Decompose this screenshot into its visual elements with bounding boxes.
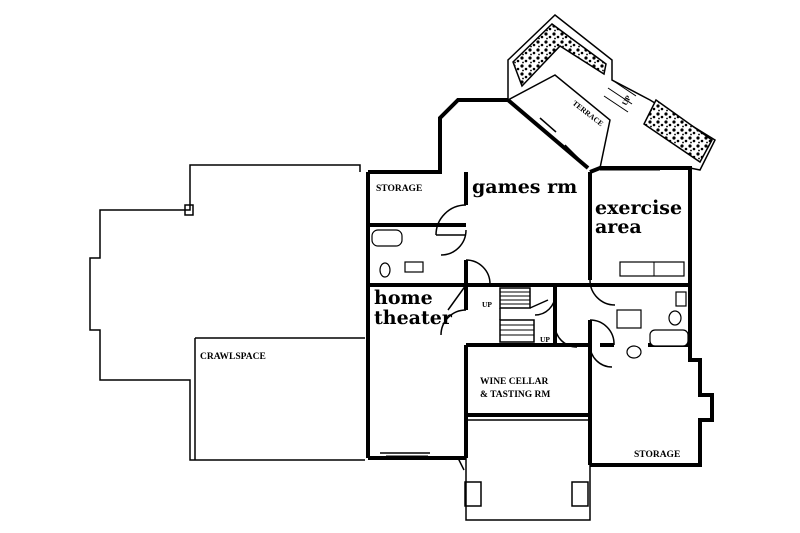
label-up-terrace: UP (620, 93, 633, 107)
label-wine-cellar-1: WINE CELLAR (480, 377, 548, 387)
planter-left (512, 23, 607, 88)
bathroom-fixtures (371, 229, 689, 359)
label-exercise-area-1: exercise (595, 197, 682, 219)
label-wine-cellar-2: & TASTING RM (480, 390, 550, 400)
label-games-room: games rm (472, 176, 577, 198)
label-storage-top: STORAGE (376, 184, 422, 194)
games-room-angled-wall (506, 98, 590, 170)
label-exercise-area-2: area (595, 216, 642, 238)
terrace (507, 14, 716, 171)
label-home-theater-1: home (374, 287, 433, 309)
stairs (499, 287, 549, 343)
basement-walls (366, 98, 714, 467)
label-storage-bottom: STORAGE (634, 450, 680, 460)
windows (386, 169, 660, 457)
label-up-right: UP (540, 335, 550, 344)
doors (380, 204, 616, 454)
crawlspace-outline (89, 164, 365, 461)
label-up-left: UP (482, 300, 492, 309)
label-crawlspace: CRAWLSPACE (200, 352, 266, 362)
planter-right (643, 98, 713, 164)
entry-porch (457, 419, 591, 521)
label-home-theater-2: theater (374, 307, 453, 329)
